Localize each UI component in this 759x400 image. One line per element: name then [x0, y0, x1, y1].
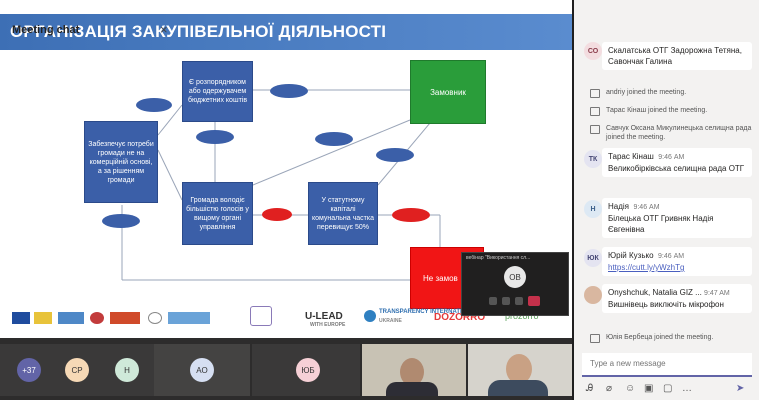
ti-logo: TRANSPARENCY INTERNATIONAL: [379, 309, 479, 315]
box-community-votes: Громада володіє більшістю голосів у вищо…: [182, 182, 253, 245]
chat-avatar: ЮК: [584, 249, 602, 267]
connector-ellipse-red: [392, 208, 430, 222]
box-communal-share: У статутному капіталі комунальна частка …: [308, 182, 378, 245]
chat-author: Юрій Кузько: [608, 251, 654, 260]
compose-box[interactable]: [582, 353, 752, 377]
chat-message: Onyshchuk, Natalia GIZ ... 9:47 AM Вишні…: [602, 284, 752, 313]
chat-avatar: Н: [584, 200, 602, 218]
attach-icon[interactable]: ⌀: [606, 383, 613, 394]
ti-logo-icon: [364, 310, 376, 322]
chat-time: 9:46 AM: [633, 204, 660, 211]
prozorro-logo: prozorro: [505, 311, 539, 321]
connector-ellipse: [376, 148, 414, 162]
connector-ellipse-red: [262, 208, 292, 221]
chat-message-text: Вишнівець виключіть мікрофон: [608, 300, 724, 309]
hang-up-icon[interactable]: [528, 296, 540, 306]
chat-time: 9:47 AM: [704, 290, 730, 297]
chat-avatar: СО: [584, 42, 602, 60]
connector-ellipse: [196, 130, 234, 144]
more-icon[interactable]: …: [682, 383, 692, 394]
chat-time: 9:46 AM: [658, 154, 685, 161]
sweden-logo-icon: [58, 312, 84, 324]
box-customer: Замовник: [410, 60, 486, 124]
join-icon: [590, 107, 600, 116]
box-community-needs: Забезпечує потреби громади не на комерці…: [84, 121, 158, 203]
partner-logo-icon: [90, 312, 104, 324]
mini-window-title: вебінар "Використання сл...: [466, 255, 531, 261]
mini-meeting-window[interactable]: вебінар "Використання сл... ОВ: [461, 252, 569, 316]
participant-video[interactable]: [362, 344, 466, 396]
connector-ellipse: [102, 214, 140, 228]
send-icon[interactable]: ➤: [736, 383, 745, 394]
chat-message-list[interactable]: СО Скалатська ОТГ Задорожна Тетяна, Саво…: [574, 38, 759, 345]
association-logo-icon: [250, 306, 272, 326]
system-message: Тарас Кінаш joined the meeting.: [606, 107, 708, 114]
chat-time: 9:46 AM: [658, 253, 685, 260]
participant-avatar[interactable]: Н: [115, 358, 139, 382]
share-icon[interactable]: [515, 297, 523, 305]
participant-video[interactable]: [468, 344, 572, 396]
chat-author: Onyshchuk, Natalia GIZ ...: [608, 288, 702, 297]
connector-ellipse: [136, 98, 172, 112]
system-message: andriy joined the meeting.: [606, 89, 687, 96]
shared-slide: ОРГАНІЗАЦІЯ ЗАКУПІВЕЛЬНОЇ ДІЯЛЬНОСТІ Заб…: [0, 0, 572, 338]
chat-avatar: ТК: [584, 150, 602, 168]
chat-message-text: Білецька ОТГ Гривняк Надія Євгенівна: [608, 214, 714, 234]
chat-author: Тарас Кінаш: [608, 152, 654, 161]
chat-title: Meeting chat: [12, 24, 80, 36]
participant-avatar[interactable]: ЮБ: [296, 358, 320, 382]
participant-avatar[interactable]: АО: [190, 358, 214, 382]
system-message: Юлія Бербеца joined the meeting.: [606, 334, 714, 341]
partner-logo-icon: [34, 312, 52, 324]
mic-icon[interactable]: [502, 297, 510, 305]
person-body: [386, 382, 438, 396]
emoji-icon[interactable]: ☺: [625, 383, 636, 394]
partner-logo-icon: [148, 312, 162, 324]
chat-message-text: Скалатська ОТГ Задорожна Тетяна, Савонча…: [608, 46, 742, 66]
chat-message-text: Великобірківська селищна рада ОТГ: [608, 164, 745, 173]
connector-ellipse: [270, 84, 308, 98]
partner-logo-icon: [110, 312, 140, 324]
gif-icon[interactable]: ▣: [644, 383, 654, 394]
chat-message: Юрій Кузько 9:46 AM https://cutt.ly/yWzh…: [602, 247, 752, 276]
dozorro-logo: DOZORRO: [434, 312, 486, 323]
mini-window-avatar: ОВ: [504, 266, 526, 288]
participant-avatar[interactable]: СР: [65, 358, 89, 382]
ulead-logo-sub: WITH EUROPE: [310, 322, 346, 328]
message-input[interactable]: [582, 353, 752, 374]
slide-title: ОРГАНІЗАЦІЯ ЗАКУПІВЕЛЬНОЇ ДІЯЛЬНОСТІ: [10, 22, 387, 41]
chat-message: Тарас Кінаш 9:46 AM Великобірківська сел…: [602, 148, 752, 177]
person-head: [400, 358, 424, 386]
chat-author: Надія: [608, 202, 630, 211]
person-head: [506, 354, 532, 384]
join-icon: [590, 89, 600, 98]
eu-flag-icon: [12, 312, 30, 324]
ti-logo-sub: UKRAINE: [379, 318, 402, 324]
box-budget-manager: Є розпорядником або одержувачем бюджетни…: [182, 61, 253, 122]
slide-title-bar: [0, 14, 572, 50]
chat-message: Скалатська ОТГ Задорожна Тетяна, Савонча…: [602, 42, 752, 70]
ulead-logo: U-LEAD: [305, 311, 343, 322]
user-photo-avatar: [584, 286, 602, 304]
chat-message: Надія 9:46 AM Білецька ОТГ Гривняк Надія…: [602, 198, 752, 238]
chat-link[interactable]: https://cutt.ly/yWzhTg: [608, 263, 685, 272]
close-icon[interactable]: ×: [160, 22, 168, 37]
join-icon: [590, 125, 600, 134]
sticker-icon[interactable]: ▢: [663, 383, 673, 394]
partner-logo-icon: [168, 312, 210, 324]
connector-ellipse: [315, 132, 353, 146]
system-message: Савчук Оксана Микулинецька селищна рада …: [606, 125, 752, 141]
more-participants-badge[interactable]: +37: [17, 358, 41, 382]
join-icon: [590, 334, 600, 343]
person-body: [488, 380, 548, 396]
camera-icon[interactable]: [489, 297, 497, 305]
format-icon[interactable]: Ꭿ: [586, 383, 594, 394]
